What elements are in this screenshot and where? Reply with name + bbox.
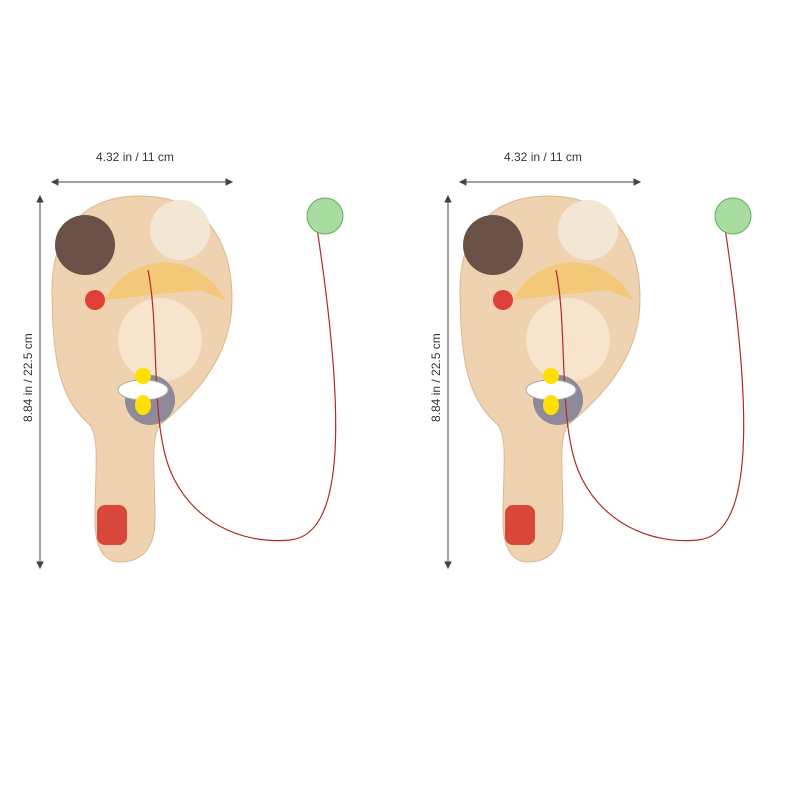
paddle-ball-illustration [444, 178, 752, 570]
width-label: 4.32 in / 11 cm [504, 150, 582, 164]
height-dimension-line [444, 194, 452, 570]
girl-face-decoration [526, 298, 610, 382]
product-view-left: 4.32 in / 11 cm 8.84 in / 22.5 cm [21, 150, 344, 570]
height-dimension-line [36, 194, 44, 570]
watermark-logo [117, 368, 169, 415]
ball [306, 197, 344, 235]
width-label: 4.32 in / 11 cm [96, 150, 174, 164]
hair-decoration [105, 262, 225, 300]
ball [714, 197, 752, 235]
height-label: 8.84 in / 22.5 cm [429, 333, 443, 422]
cat-face-decoration [463, 215, 523, 275]
red-box-decoration [505, 505, 535, 545]
bow-decoration [493, 290, 513, 310]
red-box-decoration [97, 505, 127, 545]
cat-face-decoration [55, 215, 115, 275]
product-view-right: 4.32 in / 11 cm 8.84 in / 22.5 cm [408, 0, 800, 800]
girl-face-decoration [118, 298, 202, 382]
bunny-decoration [150, 200, 210, 260]
bow-decoration [85, 290, 105, 310]
bunny-decoration [558, 200, 618, 260]
height-label: 8.84 in / 22.5 cm [21, 333, 35, 422]
watermark-logo [525, 368, 577, 415]
paddle-ball-illustration [36, 178, 344, 570]
string [555, 214, 745, 542]
width-dimension-line [458, 178, 642, 186]
hair-decoration [513, 262, 633, 300]
width-dimension-line [50, 178, 234, 186]
string [147, 214, 337, 542]
